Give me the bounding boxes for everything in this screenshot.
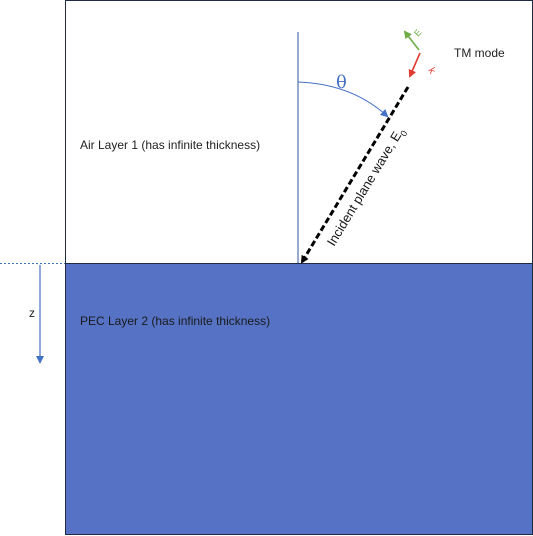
incident-wave-ray	[300, 86, 410, 264]
k-vector-arrow	[408, 52, 421, 78]
e-vector-label: E	[412, 27, 423, 38]
air-layer-region	[65, 0, 533, 264]
incident-wave-label-subscript: 0	[398, 129, 409, 138]
pec-layer-label: PEC Layer 2 (has infinite thickness)	[80, 314, 270, 328]
z-axis-label: z	[29, 306, 35, 320]
theta-arc	[297, 81, 389, 118]
e-vector-arrow	[403, 30, 420, 51]
k-vector-label: k	[425, 66, 438, 77]
air-layer-label: Air Layer 1 (has infinite thickness)	[80, 138, 260, 152]
pec-layer-region	[65, 263, 533, 535]
theta-label: θ	[336, 72, 347, 93]
tm-mode-label: TM mode	[454, 46, 505, 60]
